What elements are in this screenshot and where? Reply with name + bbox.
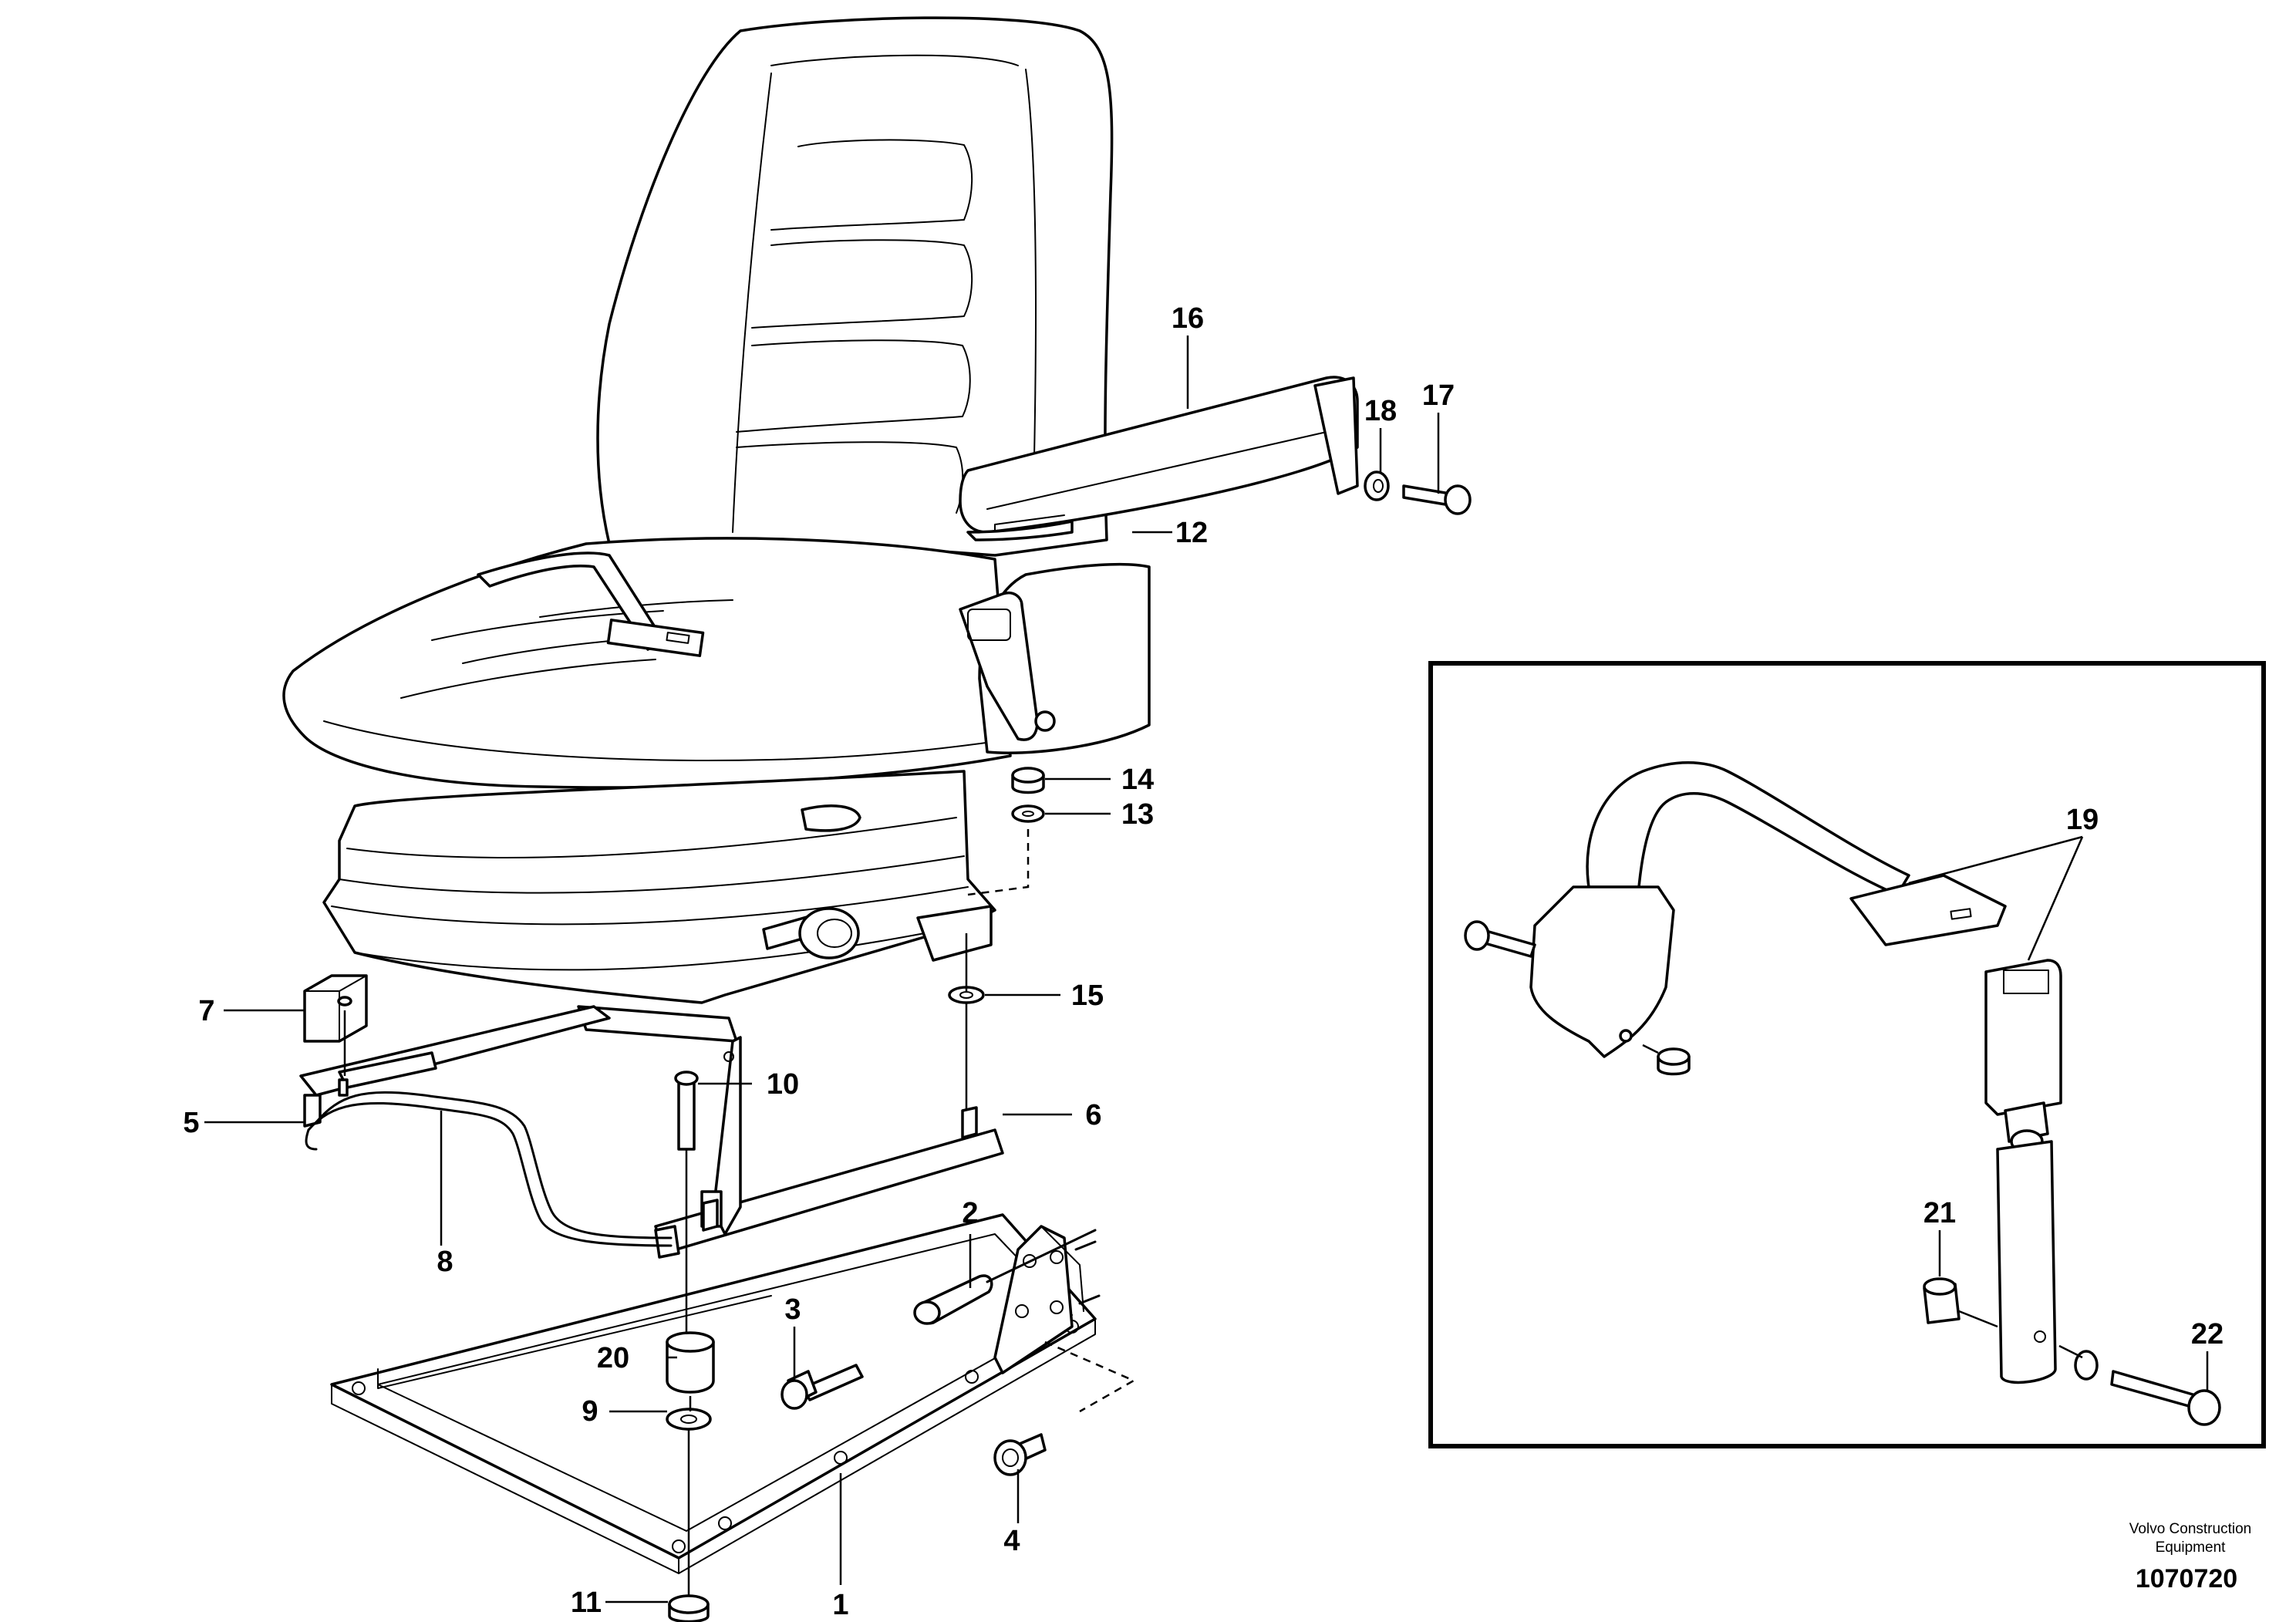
callout-20: 20 xyxy=(597,1342,629,1374)
nut-11 xyxy=(668,1594,710,1622)
callout-22: 22 xyxy=(2191,1318,2224,1351)
callout-6: 6 xyxy=(1085,1099,1101,1131)
clamp-7 xyxy=(303,974,368,1097)
slide-rails xyxy=(299,1005,1004,1259)
upright-bracket xyxy=(993,1225,1101,1374)
callout-2: 2 xyxy=(962,1197,978,1229)
callout-12: 12 xyxy=(1175,517,1208,549)
callout-19: 19 xyxy=(2066,804,2099,836)
seat-suspension xyxy=(322,770,996,1043)
seat-backrest xyxy=(596,16,1114,557)
callout-17: 17 xyxy=(1422,379,1455,412)
armrest xyxy=(959,376,1359,541)
seat-cushion xyxy=(282,537,1012,789)
washer-18 xyxy=(1364,470,1390,501)
side-panel xyxy=(959,562,1151,754)
callout-16: 16 xyxy=(1172,302,1204,335)
drawing-number: 1070720 xyxy=(2136,1564,2237,1593)
bolt-17 xyxy=(1402,484,1472,515)
callout-5: 5 xyxy=(183,1107,199,1139)
footer: Volvo Construction Equipment 1070720 xyxy=(2129,1521,2251,1593)
callout-1: 1 xyxy=(832,1589,848,1621)
washer-13 xyxy=(1011,804,1045,823)
callouts: 1 2 3 4 5 6 7 8 9 10 11 12 13 14 15 16 1… xyxy=(183,302,2224,1621)
callout-13: 13 xyxy=(1121,798,1154,831)
shock-absorber xyxy=(913,1229,1097,1325)
callout-21: 21 xyxy=(1923,1197,1956,1229)
callout-7: 7 xyxy=(198,995,214,1027)
washer-9 xyxy=(666,1408,712,1431)
rubber-mount xyxy=(666,1331,715,1394)
callout-4: 4 xyxy=(1003,1525,1020,1557)
callout-9: 9 xyxy=(582,1395,598,1428)
callout-14: 14 xyxy=(1121,764,1154,796)
callout-11: 11 xyxy=(571,1587,602,1619)
leader-lines xyxy=(204,336,2209,1603)
company-name-line1: Volvo Construction xyxy=(2129,1521,2251,1537)
seat-belt-inset xyxy=(1428,661,2266,1448)
company-name-line2: Equipment xyxy=(2156,1539,2227,1556)
callout-8: 8 xyxy=(437,1246,453,1278)
stud xyxy=(702,1106,978,1232)
bolt-4 xyxy=(993,1433,1047,1476)
assembly-guide-lines xyxy=(343,829,1136,1597)
callout-15: 15 xyxy=(1071,980,1104,1012)
callout-18: 18 xyxy=(1364,395,1397,427)
nut-14 xyxy=(1011,767,1045,794)
callout-10: 10 xyxy=(767,1068,799,1101)
bolt-10 xyxy=(674,1071,699,1151)
callout-3: 3 xyxy=(784,1293,801,1326)
